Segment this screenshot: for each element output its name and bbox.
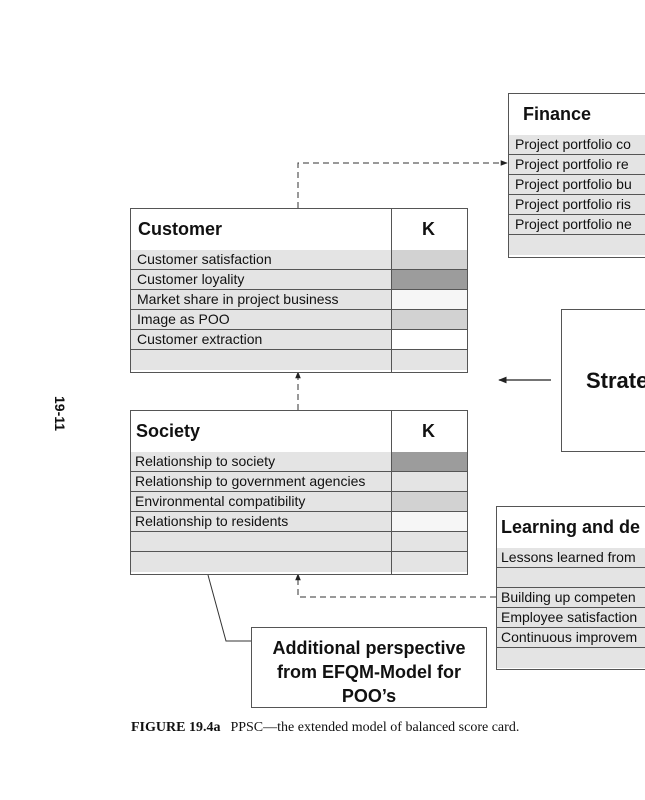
finance-box: Finance Project portfolio co Project por… bbox=[508, 93, 645, 258]
finance-row: Project portfolio ne bbox=[509, 215, 645, 235]
learning-to-society-connector bbox=[295, 573, 496, 598]
society-k-cell bbox=[392, 472, 467, 492]
customer-k-cell bbox=[392, 270, 467, 290]
customer-row bbox=[131, 350, 391, 370]
learning-row: Building up competen bbox=[497, 588, 645, 608]
learning-title: Learning and de bbox=[501, 517, 641, 537]
society-row bbox=[131, 532, 391, 552]
society-row: Environmental compatibility bbox=[131, 492, 391, 512]
finance-row: Project portfolio ris bbox=[509, 195, 645, 215]
figure-caption-text: PPSC—the extended model of balanced scor… bbox=[230, 720, 520, 735]
society-title: Society bbox=[136, 421, 201, 441]
customer-k-cell bbox=[392, 310, 467, 330]
customer-title: Customer bbox=[138, 219, 223, 239]
customer-box: Customer K Customer satisfaction Custome… bbox=[130, 208, 468, 373]
customer-row: Customer loyality bbox=[131, 270, 391, 290]
customer-k-cell bbox=[392, 350, 467, 370]
customer-row: Image as POO bbox=[131, 310, 391, 330]
customer-to-finance-connector bbox=[297, 160, 508, 208]
finance-row: Project portfolio bu bbox=[509, 175, 645, 195]
finance-row: Project portfolio re bbox=[509, 155, 645, 175]
callout-line-2: from EFQM-Model for bbox=[277, 662, 461, 682]
efqm-callout: Additional perspective from EFQM-Model f… bbox=[251, 627, 487, 708]
customer-k-cell bbox=[392, 330, 467, 350]
learning-row bbox=[497, 568, 645, 588]
learning-row: Lessons learned from bbox=[497, 548, 645, 568]
society-row: Relationship to society bbox=[131, 452, 391, 472]
finance-row: Project portfolio co bbox=[509, 135, 645, 155]
society-k-cell bbox=[392, 552, 467, 572]
finance-row bbox=[509, 235, 645, 255]
society-row bbox=[131, 552, 391, 572]
finance-title: Finance bbox=[523, 104, 592, 124]
society-k-cell bbox=[392, 452, 467, 472]
figure-caption: FIGURE 19.4a PPSC—the extended model of b… bbox=[131, 720, 519, 736]
society-box: Society K Relationship to society Relati… bbox=[130, 410, 468, 575]
customer-row: Customer satisfaction bbox=[131, 250, 391, 270]
learning-row bbox=[497, 648, 645, 668]
customer-k-cell bbox=[392, 250, 467, 270]
learning-row: Continuous improvem bbox=[497, 628, 645, 648]
customer-row: Customer extraction bbox=[131, 330, 391, 350]
page-number: 19-11 bbox=[52, 396, 68, 432]
callout-line-1: Additional perspective bbox=[272, 638, 466, 658]
society-k-cell bbox=[392, 512, 467, 532]
customer-k-cell bbox=[392, 290, 467, 310]
strategy-label: Strate bbox=[586, 368, 645, 393]
learning-row: Employee satisfaction bbox=[497, 608, 645, 628]
society-row: Relationship to government agencies bbox=[131, 472, 391, 492]
society-k-cell bbox=[392, 492, 467, 512]
society-k-label: K bbox=[422, 421, 435, 441]
customer-row: Market share in project business bbox=[131, 290, 391, 310]
figure-label: FIGURE 19.4a bbox=[131, 720, 221, 735]
callout-leader-line bbox=[207, 574, 252, 642]
learning-box: Learning and de Lessons learned from Bui… bbox=[496, 506, 645, 670]
society-row: Relationship to residents bbox=[131, 512, 391, 532]
customer-k-label: K bbox=[422, 219, 435, 239]
strategy-box: Strate bbox=[561, 309, 645, 452]
callout-line-3: POO’s bbox=[341, 686, 397, 706]
society-k-cell bbox=[392, 532, 467, 552]
